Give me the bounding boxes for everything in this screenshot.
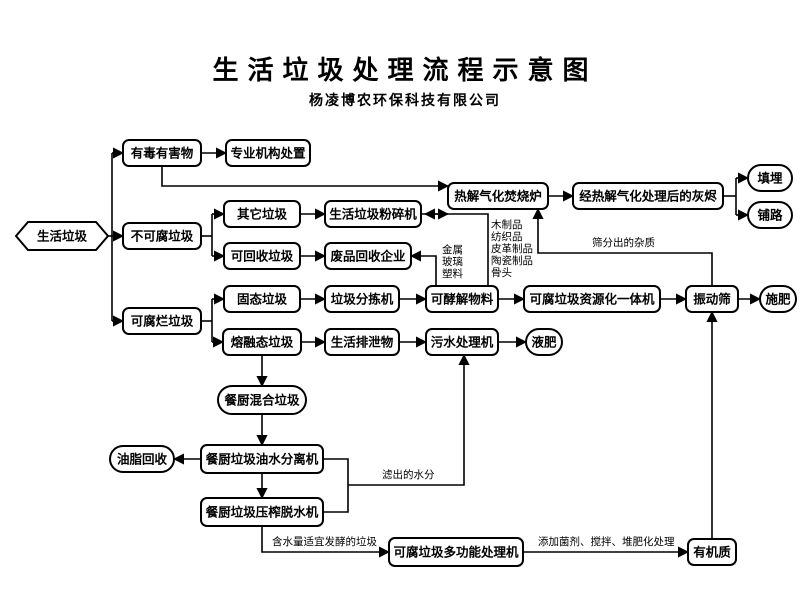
arrow-fermentable-to-recycling	[409, 250, 437, 286]
node-label: 可腐垃圾多功能处理机	[393, 545, 519, 560]
node-label: 餐厨混合垃圾	[223, 393, 300, 408]
node-label: 生活垃圾粉碎机	[329, 207, 417, 222]
flow-connectors	[108, 147, 762, 558]
node-label: 其它垃圾	[237, 207, 288, 222]
node-label: 油脂回收	[117, 452, 168, 467]
arrow-screen-to-pyrolysis	[532, 207, 713, 286]
node-non-perishable: 不可腐垃圾	[122, 222, 202, 250]
node-fertilizer-out: 施肥	[759, 285, 797, 313]
node-landfill: 填埋	[747, 164, 793, 192]
arrow-fermentable-to-crusher	[423, 208, 489, 286]
node-fermentable: 可酵解物料	[425, 285, 499, 313]
node-oil-recovery: 油脂回收	[109, 445, 175, 473]
node-label: 施肥	[765, 292, 791, 307]
node-ash: 经热解气化处理后的灰烬	[572, 182, 724, 210]
node-perishable: 可腐烂垃圾	[122, 307, 202, 335]
arrow-press-to-multifunction	[261, 526, 391, 558]
node-label: 污水处理机	[431, 335, 494, 350]
node-organic: 有机质	[687, 538, 737, 566]
node-label: 不可腐垃圾	[131, 229, 194, 244]
node-integrated-machine: 可腐垃圾资源化一体机	[523, 285, 661, 313]
arrow-toxic-to-pyrolysis	[161, 166, 450, 192]
node-pyrolysis: 热解气化焚烧炉	[447, 182, 549, 210]
label-wood-textile: 皮革制品	[491, 242, 533, 255]
label-bacteria-process: 添加菌剂、搅拌、堆肥化处理	[538, 535, 675, 548]
label-metal-glass-plastic: 金属	[442, 243, 463, 256]
node-label: 铺路	[757, 208, 783, 223]
node-professional: 专业机构处置	[225, 139, 311, 167]
node-discharge: 生活排泄物	[324, 328, 400, 356]
node-sorter: 垃圾分拣机	[324, 285, 400, 313]
label-wood-textile: 陶瓷制品	[491, 254, 533, 267]
node-label: 固态垃圾	[237, 292, 288, 307]
node-kitchen-mixed: 餐厨混合垃圾	[217, 385, 307, 415]
node-toxic: 有毒有害物	[122, 139, 202, 167]
label-wood-textile: 骨头	[491, 267, 512, 279]
node-label: 废品回收企业	[330, 249, 406, 264]
node-label: 专业机构处置	[230, 146, 306, 161]
node-label: 可回收垃圾	[231, 249, 294, 264]
node-label: 可腐垃圾资源化一体机	[529, 292, 655, 307]
node-label: 生活垃圾	[37, 229, 88, 244]
page-title: 生活垃圾处理流程示意图	[212, 56, 598, 86]
node-liquid-fertilizer: 液肥	[525, 328, 563, 356]
node-paving: 铺路	[747, 201, 793, 229]
node-label: 填埋	[757, 171, 783, 186]
water-collector	[323, 458, 349, 513]
node-other-waste: 其它垃圾	[223, 200, 301, 228]
node-sewage-machine: 污水处理机	[425, 328, 499, 356]
node-multifunction: 可腐垃圾多功能处理机	[388, 537, 524, 567]
arrow-water-to-sewage	[348, 353, 470, 486]
node-household-waste: 生活垃圾	[14, 221, 110, 251]
node-label: 有机质	[693, 545, 731, 560]
node-oil-water-separator: 餐厨垃圾油水分离机	[200, 444, 324, 474]
node-label: 生活排泄物	[331, 335, 394, 350]
label-wood-textile: 木制品	[491, 218, 523, 231]
node-recycling-company: 废品回收企业	[324, 242, 412, 270]
label-metal-glass-plastic: 塑料	[442, 267, 463, 280]
node-solid: 固态垃圾	[223, 285, 301, 313]
node-recyclable: 可回收垃圾	[223, 242, 301, 270]
node-vibrating-screen: 振动筛	[685, 285, 739, 313]
label-wood-textile: 纺织品	[491, 230, 523, 243]
node-molten: 熔融态垃圾	[222, 328, 302, 356]
node-label: 有毒有害物	[131, 146, 194, 161]
node-label: 垃圾分拣机	[331, 292, 394, 307]
node-label: 熔融态垃圾	[231, 335, 294, 350]
node-label: 可酵解物料	[431, 292, 494, 307]
node-label: 液肥	[531, 335, 557, 350]
label-filtered-water: 滤出的水分	[382, 468, 435, 481]
node-label: 热解气化焚烧炉	[454, 189, 542, 204]
node-label: 餐厨垃圾油水分离机	[205, 452, 319, 467]
label-screened-impurities: 筛分出的杂质	[592, 236, 655, 249]
node-press-dewater: 餐厨垃圾压榨脱水机	[200, 497, 324, 527]
company-name: 杨凌博农环保科技有限公司	[309, 93, 501, 109]
node-label: 振动筛	[693, 292, 731, 307]
label-moisture-fermentable: 含水量适宜发酵的垃圾	[272, 535, 377, 548]
label-metal-glass-plastic: 玻璃	[442, 255, 463, 268]
node-label: 餐厨垃圾压榨脱水机	[205, 505, 319, 520]
node-crusher: 生活垃圾粉碎机	[324, 200, 422, 228]
node-label: 可腐烂垃圾	[131, 314, 194, 329]
node-label: 经热解气化处理后的灰烬	[579, 189, 717, 204]
